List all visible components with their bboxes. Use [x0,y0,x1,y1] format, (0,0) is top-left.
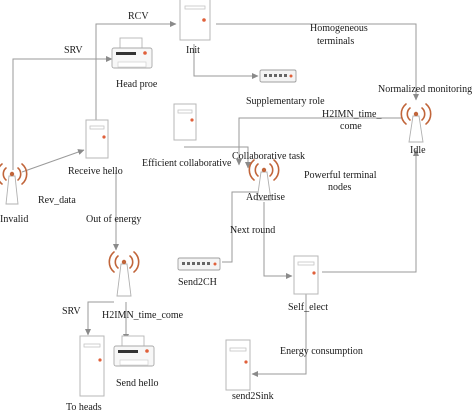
edge-h2imn-to-to-heads [85,301,114,336]
nodes-label: nodes [328,182,351,193]
to-heads-server-icon [79,335,105,397]
next-round-label: Next round [230,225,275,236]
advertise-label: Advertise [246,192,285,203]
supplementary-role-label: Supplementary role [246,96,325,107]
self-elect-server-icon [293,255,319,295]
h2imn-time-top-label: H2IMN_time_ [322,109,382,120]
srv-top-label: SRV [64,45,83,56]
terminals-label: terminals [317,36,354,47]
send2ch-label: Send2CH [178,277,217,288]
edge-advertise-to-send2ch [222,191,258,263]
to-heads-label: To heads [66,402,102,413]
head-proe-printer-icon [111,37,153,69]
collaborative-task-label: Collaborative task [232,151,305,162]
edge-init-to-idle [216,23,419,101]
send2ch-switch-icon [177,257,221,271]
receive-hello-label: Receive hello [68,166,123,177]
idle-label: Idle [410,145,426,156]
edge-invalid-to-head-proe [12,56,113,170]
edges [12,21,419,377]
send2sink-server-icon [225,339,251,391]
labels: RCV Init Homogeneous terminals SRV Head … [0,11,472,413]
invalid-antenna-icon [0,163,28,205]
srv-bottom-label: SRV [62,306,81,317]
self-elect-label: Self_elect [288,302,328,313]
edge-collaborative-to-advertise [184,146,251,169]
receive-hello-server-icon [85,119,109,159]
send-hello-printer-icon [113,335,155,367]
normalized-monitoring-label: Normalized monitoring [378,84,472,95]
rev-data-label: Rev_data [38,195,76,206]
powerful-terminal-label: Powerful terminal [304,170,377,181]
out-of-energy-label: Out of energy [86,214,141,225]
efficient-collaborative-label: Efficient collaborative [142,158,232,169]
h2imn-time-come-label: H2IMN_time_come [102,310,184,321]
collaborative-server-icon [173,103,197,141]
edge-self-elect-to-idle [322,149,419,273]
come-top-label: come [340,121,362,132]
edge-self-elect-to-send2sink [251,292,307,377]
edge-init-to-switch [193,44,259,79]
energy-consumption-label: Energy consumption [280,346,363,357]
send-hello-label: Send hello [116,378,159,389]
h2imn-antenna-icon [108,251,140,297]
edge-advertise-to-self-elect [263,202,293,279]
init-server-icon [179,0,211,41]
edge-receive-hello-to-init [95,21,177,120]
homogeneous-label: Homogeneous [310,23,368,34]
idle-antenna-icon [400,103,432,143]
rcv-label: RCV [128,11,149,22]
head-proe-label: Head proe [116,79,158,90]
send2sink-label: send2Sink [232,391,274,402]
network-switch-icon [259,69,297,83]
init-label: Init [186,45,200,56]
edge-invalid-to-receive-hello [21,149,85,173]
edge-idle-to-advertise [236,117,402,166]
invalid-label: Invalid [0,214,28,225]
